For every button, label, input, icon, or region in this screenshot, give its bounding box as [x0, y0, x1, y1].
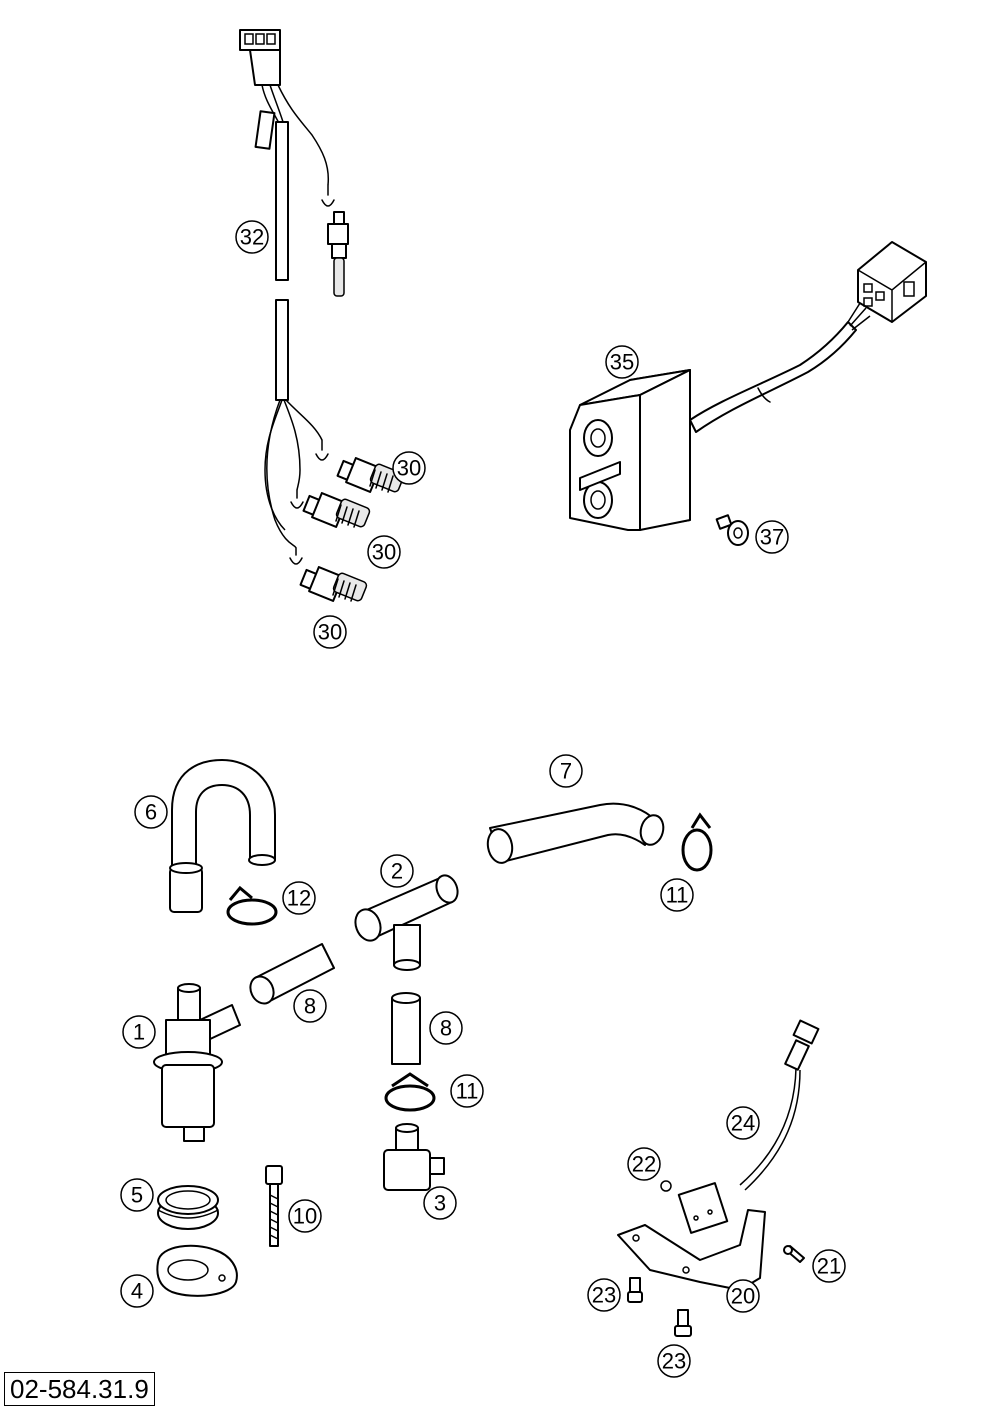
part-22-nut: [660, 1180, 672, 1192]
svg-text:6: 6: [145, 800, 157, 825]
part-3-elbow-fitting: [383, 1123, 445, 1191]
svg-text:7: 7: [560, 759, 572, 784]
callout-12: 12: [282, 881, 316, 915]
svg-text:37: 37: [760, 525, 784, 550]
callout-35: 35: [605, 345, 639, 379]
part-11-hose-clamp-upper: [681, 812, 713, 872]
callout-21: 21: [812, 1249, 846, 1283]
svg-text:2: 2: [391, 859, 403, 884]
callout-23-upper: 23: [587, 1278, 621, 1312]
part-30-sensor-upper: [336, 457, 405, 493]
callout-37: 37: [755, 520, 789, 554]
part-1-valve: [153, 983, 241, 1142]
svg-text:5: 5: [131, 1183, 143, 1208]
svg-text:23: 23: [662, 1349, 686, 1374]
svg-text:35: 35: [610, 350, 634, 375]
part-32-wiring-harness: [239, 29, 349, 565]
svg-text:23: 23: [592, 1283, 616, 1308]
svg-text:3: 3: [434, 1191, 446, 1216]
part-11-hose-clamp-lower: [384, 1072, 436, 1112]
callout-1: 1: [122, 1015, 156, 1049]
svg-text:30: 30: [397, 456, 421, 481]
part-20-bracket: [617, 1209, 766, 1291]
svg-text:32: 32: [240, 225, 264, 250]
callout-11-upper: 11: [660, 878, 694, 912]
svg-text:4: 4: [131, 1279, 143, 1304]
callout-11-lower: 11: [450, 1074, 484, 1108]
svg-text:21: 21: [817, 1254, 841, 1279]
callout-20: 20: [726, 1279, 760, 1313]
callout-30-middle: 30: [367, 535, 401, 569]
part-23-bolt-lower: [674, 1309, 692, 1337]
part-10-screw: [265, 1165, 283, 1247]
svg-text:8: 8: [440, 1016, 452, 1041]
part-4-gasket: [156, 1244, 238, 1297]
callout-4: 4: [120, 1274, 154, 1308]
callout-8-horizontal: 8: [293, 989, 327, 1023]
svg-text:12: 12: [287, 886, 311, 911]
callout-30-upper: 30: [392, 451, 426, 485]
temperature-sensor-icon: [327, 211, 349, 297]
svg-text:30: 30: [318, 620, 342, 645]
callout-32: 32: [235, 220, 269, 254]
part-24-speed-sensor: [677, 1019, 820, 1234]
part-37-bolt: [715, 514, 749, 546]
svg-text:30: 30: [372, 540, 396, 565]
part-5-seal-ring: [157, 1185, 219, 1230]
svg-text:22: 22: [632, 1152, 656, 1177]
part-6-u-hose: [169, 759, 276, 913]
svg-text:10: 10: [293, 1204, 317, 1229]
svg-text:11: 11: [666, 883, 689, 908]
callout-24: 24: [726, 1106, 760, 1140]
part-21-screw: [783, 1245, 805, 1263]
callout-23-lower: 23: [657, 1344, 691, 1378]
part-8-hose-horizontal: [249, 943, 335, 1005]
svg-text:20: 20: [731, 1284, 755, 1309]
callout-5: 5: [120, 1178, 154, 1212]
svg-text:1: 1: [133, 1020, 145, 1045]
part-12-hose-clamp: [226, 885, 278, 926]
svg-text:24: 24: [731, 1111, 755, 1136]
drawing-number: 02-584.31.9: [4, 1372, 155, 1406]
callout-22: 22: [627, 1147, 661, 1181]
callout-7: 7: [549, 754, 583, 788]
part-8-hose-vertical: [391, 992, 421, 1065]
callout-3: 3: [423, 1186, 457, 1220]
part-30-sensor-middle: [302, 492, 371, 528]
callout-30-lower: 30: [313, 615, 347, 649]
svg-text:11: 11: [456, 1079, 479, 1104]
callout-6: 6: [134, 795, 168, 829]
part-23-bolt-upper: [627, 1277, 643, 1303]
callout-8-vertical: 8: [429, 1011, 463, 1045]
part-2-t-piece: [354, 874, 459, 971]
part-7-angled-hose: [486, 802, 665, 864]
callout-10: 10: [288, 1199, 322, 1233]
part-30-sensor-lower: [299, 566, 368, 602]
callout-2: 2: [380, 854, 414, 888]
svg-text:8: 8: [304, 994, 316, 1019]
part-35-control-unit: [569, 241, 927, 531]
